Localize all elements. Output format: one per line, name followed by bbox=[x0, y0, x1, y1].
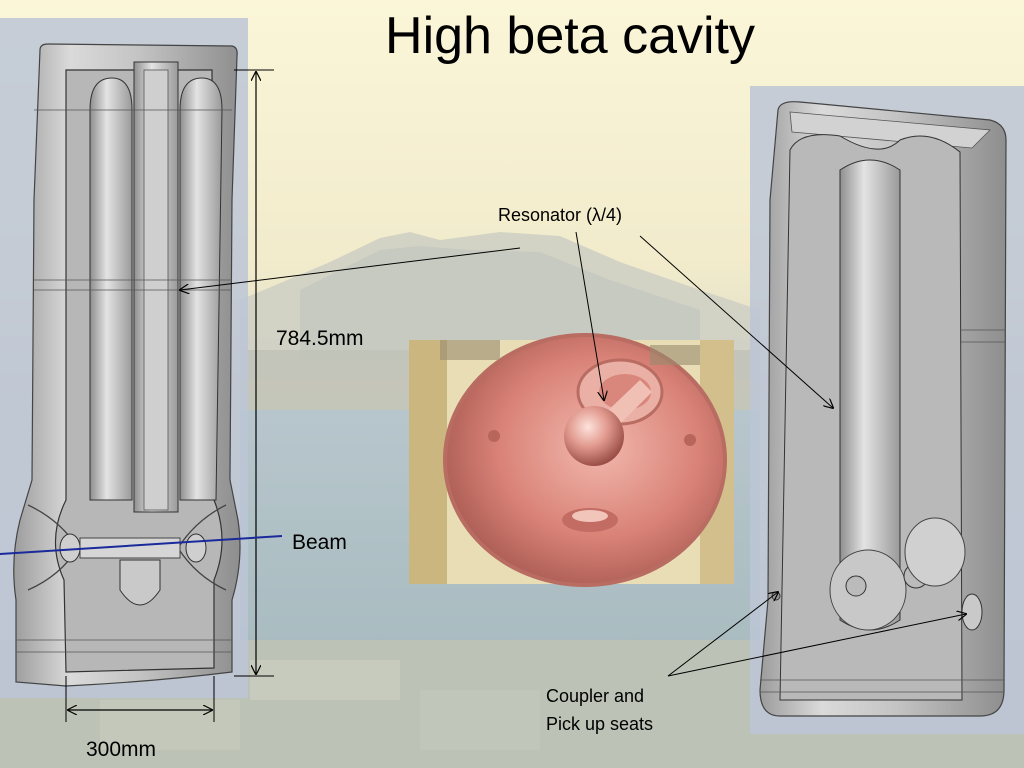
coupler-label-line2: Pick up seats bbox=[546, 714, 654, 734]
beam-label: Beam bbox=[292, 531, 347, 554]
slide-title: High beta cavity bbox=[385, 7, 755, 65]
height-dimension bbox=[234, 69, 274, 677]
right-cavity-exterior bbox=[750, 86, 1024, 734]
coupler-label-line1: Coupler and bbox=[546, 686, 645, 706]
beam-line bbox=[0, 535, 283, 555]
height-dimension-label: 784.5mm bbox=[276, 327, 364, 350]
coupler-arrows bbox=[667, 592, 966, 677]
left-cavity-cross-section bbox=[0, 18, 248, 698]
width-dimension bbox=[65, 676, 215, 722]
coupler-label: Coupler and Pick up seats bbox=[546, 682, 653, 738]
width-dimension-label: 300mm bbox=[86, 738, 157, 761]
resonator-label: Resonator (λ/4) bbox=[498, 205, 623, 225]
resonator-photo bbox=[409, 333, 734, 587]
resonator-arrows bbox=[180, 231, 833, 408]
